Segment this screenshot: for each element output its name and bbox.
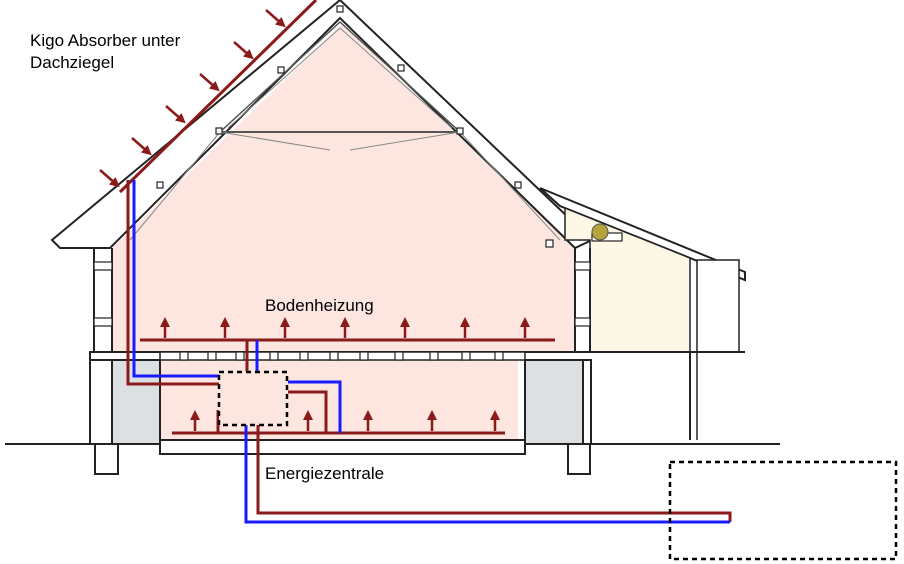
arrow-down-right-icon (265, 9, 286, 28)
annex-roof (539, 187, 746, 282)
truss-inner (227, 27, 453, 129)
purlins (156, 5, 554, 248)
arrow-down-right-icon (165, 105, 186, 124)
absorber-label-line1: Kigo Absorber unter (30, 31, 181, 50)
absorber-label-line2: Dachziegel (30, 53, 115, 72)
energy-center-box (217, 370, 289, 427)
heat-arrows-upper (160, 317, 530, 338)
truss-brace-right (459, 131, 561, 241)
basement-wall-right (524, 359, 584, 445)
arrow-down-right-icon (199, 73, 220, 92)
floor-slab (159, 351, 526, 361)
absorber-label: Kigo Absorber unter Dachziegel (30, 30, 180, 74)
basement-slab (159, 439, 526, 455)
sun-arrows (99, 9, 286, 188)
ground-collector-box (668, 460, 898, 561)
floor-heating-label: Bodenheizung (265, 296, 374, 315)
energy-center-label: Energiezentrale (265, 464, 385, 483)
annex-room (696, 259, 740, 353)
cold-pipes (132, 180, 730, 524)
arrow-down-right-icon (99, 169, 120, 188)
absorber-line (118, 0, 318, 194)
sensor-icon (591, 223, 609, 241)
heat-pipes (126, 180, 732, 522)
wall-details (93, 261, 591, 327)
truss-chord-right (349, 131, 461, 151)
floor-joists (179, 351, 504, 361)
foundation-right (567, 444, 591, 475)
foundation (94, 444, 119, 475)
heat-arrows-lower (190, 410, 500, 431)
arrow-down-right-icon (131, 137, 152, 156)
truss-brace-left (129, 131, 221, 241)
basement-wall-outer (89, 359, 113, 445)
basement-wall-left (111, 359, 161, 445)
arrow-down-right-icon (233, 41, 254, 60)
main-interior (112, 24, 575, 352)
basement-wall-outer-right (582, 359, 592, 445)
truss-chord-left (219, 131, 331, 151)
